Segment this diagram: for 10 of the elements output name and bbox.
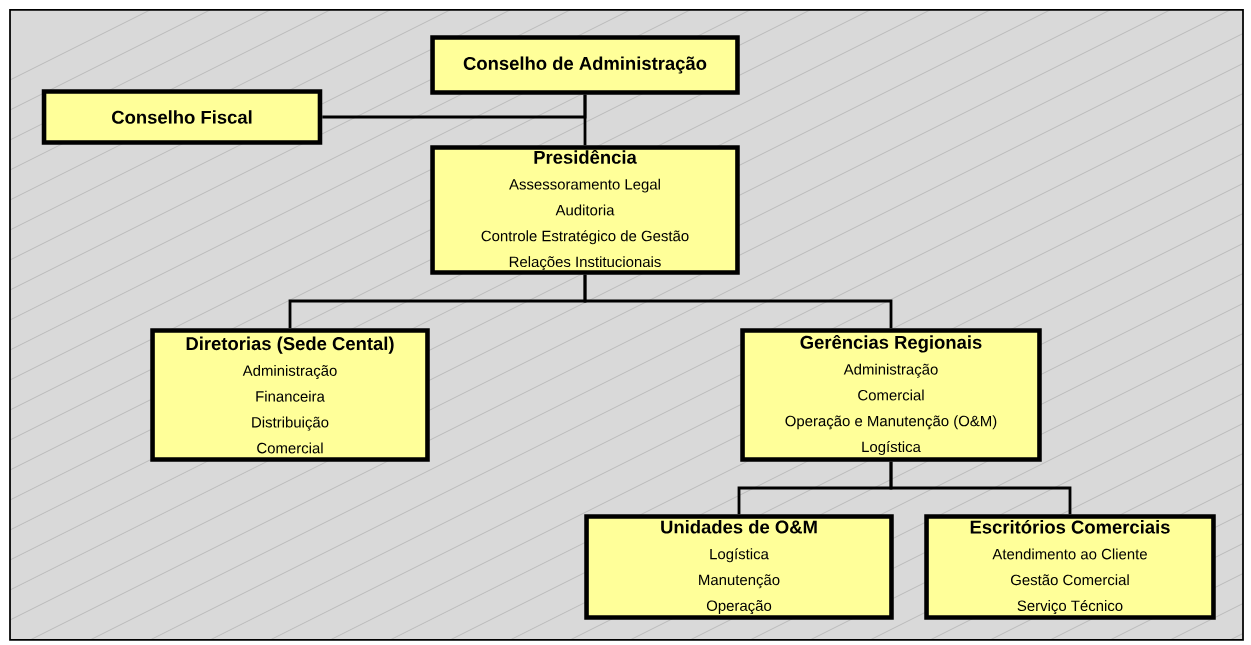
org-box: Conselho de Administração: [430, 35, 740, 95]
org-box: Conselho Fiscal: [41, 89, 323, 145]
org-box: Escritórios Comerciais Atendimento ao Cliente Gestão Comercial Serviço Técnico: [924, 514, 1216, 620]
connector-line: [322, 94, 587, 119]
connector-line: [583, 274, 893, 329]
connector-line: [889, 461, 1072, 515]
org-box: Presidência Assessoramento Legal Auditoria Controle Estratégico de Gestão Relações Institucionais: [430, 145, 740, 275]
org-box: Gerências Regionais Administração Comercial Operação e Manutenção (O&M) Logística: [740, 328, 1042, 462]
org-box: Diretorias (Sede Cental) Administração Financeira Distribuição Comercial: [150, 328, 430, 462]
org-box: Unidades de O&M Logística Manutenção Operação: [584, 514, 894, 620]
